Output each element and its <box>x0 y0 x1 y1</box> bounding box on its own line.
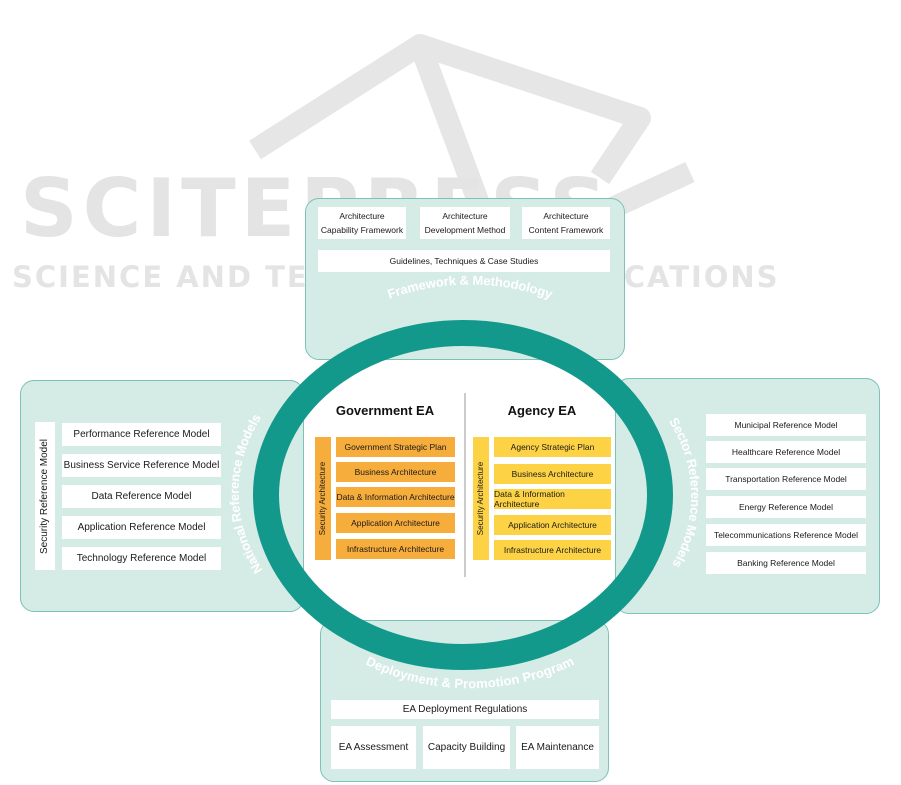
ea-deployment-regulations: EA Deployment Regulations <box>331 700 599 719</box>
security-reference-label: Security Reference Model <box>39 438 51 554</box>
agency-infrastructure-architecture: Infrastructure Architecture <box>494 540 611 560</box>
box-line: Architecture <box>442 211 488 221</box>
agency-security-architecture: Security Architecture <box>473 437 489 560</box>
agency-security-label: Security Architecture <box>476 461 486 536</box>
guidelines-box: Guidelines, Techniques & Case Studies <box>318 250 610 272</box>
government-strategic-plan: Government Strategic Plan <box>336 437 455 457</box>
agency-business-architecture: Business Architecture <box>494 464 611 484</box>
svg-text:Framework & Methodology: Framework & Methodology <box>385 273 555 302</box>
capacity-building-box: Capacity Building <box>423 726 510 769</box>
government-ea-title: Government EA <box>335 403 435 418</box>
telecommunications-reference-model: Telecommunications Reference Model <box>706 524 866 546</box>
ea-assessment-box: EA Assessment <box>331 726 416 769</box>
municipal-reference-model: Municipal Reference Model <box>706 414 866 436</box>
agency-ea-title: Agency EA <box>507 403 577 418</box>
government-application-architecture: Application Architecture <box>336 513 455 533</box>
content-framework-box: Architecture Content Framework <box>522 207 610 239</box>
healthcare-reference-model: Healthcare Reference Model <box>706 441 866 463</box>
agency-data-architecture: Data & Information Architecture <box>494 489 611 509</box>
ea-maintenance-box: EA Maintenance <box>516 726 599 769</box>
ring-label-top: Framework & Methodology <box>385 273 555 302</box>
technology-reference-model: Technology Reference Model <box>62 547 221 570</box>
box-line: Architecture <box>339 211 385 221</box>
government-data-architecture: Data & Information Architecture <box>336 487 455 507</box>
box-line: Capability Framework <box>320 225 404 235</box>
business-service-reference-model: Business Service Reference Model <box>62 454 221 477</box>
government-infrastructure-architecture: Infrastructure Architecture <box>336 539 455 559</box>
agency-application-architecture: Application Architecture <box>494 515 611 535</box>
security-reference-model: Security Reference Model <box>35 422 55 570</box>
data-reference-model: Data Reference Model <box>62 485 221 508</box>
government-business-architecture: Business Architecture <box>336 462 455 482</box>
development-method-box: Architecture Development Method <box>420 207 510 239</box>
application-reference-model: Application Reference Model <box>62 516 221 539</box>
transportation-reference-model: Transportation Reference Model <box>706 468 866 490</box>
government-security-label: Security Architecture <box>318 461 328 536</box>
box-line: Development Method <box>424 225 506 235</box>
energy-reference-model: Energy Reference Model <box>706 496 866 518</box>
box-line: Content Framework <box>528 225 604 235</box>
agency-strategic-plan: Agency Strategic Plan <box>494 437 611 457</box>
box-line: Architecture <box>543 211 589 221</box>
government-security-architecture: Security Architecture <box>315 437 331 560</box>
performance-reference-model: Performance Reference Model <box>62 423 221 446</box>
capability-framework-box: Architecture Capability Framework <box>318 207 406 239</box>
banking-reference-model: Banking Reference Model <box>706 552 866 574</box>
